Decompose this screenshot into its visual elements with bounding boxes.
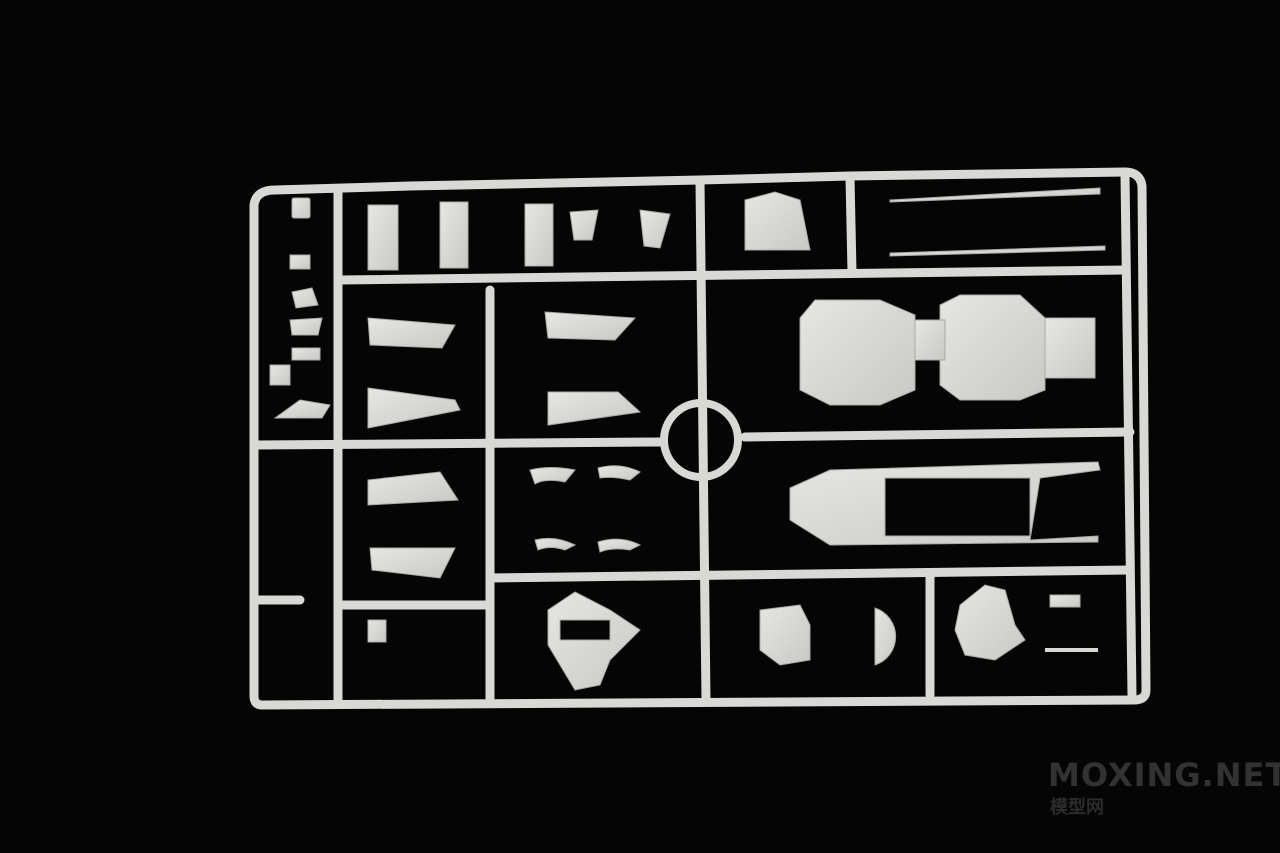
sprue-ring (660, 399, 742, 481)
watermark-sub-text: 模型网 (1050, 797, 1104, 818)
sprue-parts (269, 187, 1106, 691)
watermark-main-text: MOXING.NET (1048, 756, 1280, 794)
sprue-frame (249, 167, 1151, 710)
